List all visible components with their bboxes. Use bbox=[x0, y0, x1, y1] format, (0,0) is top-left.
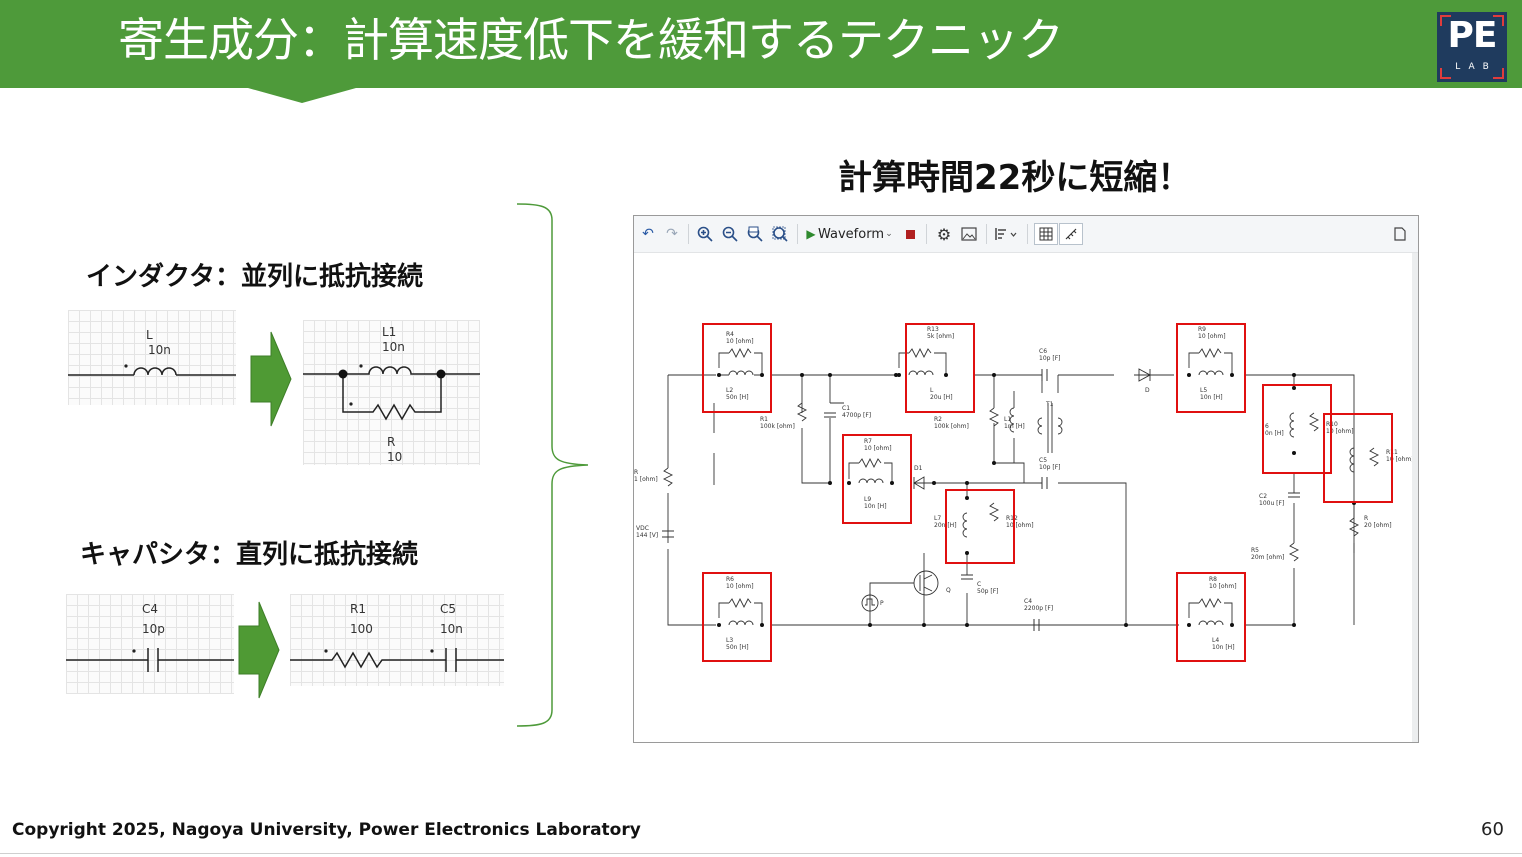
align-icon[interactable] bbox=[992, 223, 1020, 245]
highlight-box-r6-l3 bbox=[702, 572, 772, 662]
parallel-resistor-name: R bbox=[387, 435, 396, 449]
series-capacitor-name: C5 bbox=[440, 602, 457, 616]
slide-title: 寄生成分：計算速度低下を緩和するテクニック bbox=[118, 13, 1064, 67]
ruler-icon[interactable] bbox=[1059, 223, 1083, 245]
waveform-button[interactable]: Waveform bbox=[818, 226, 884, 242]
series-resistor-name: R1 bbox=[350, 602, 366, 616]
arrow-right-icon bbox=[250, 331, 292, 427]
l7-label: L7 20n [H] bbox=[934, 515, 957, 529]
settings-icon[interactable]: ⚙ bbox=[936, 224, 952, 244]
inductor-symbol bbox=[68, 364, 236, 376]
l1-label: L1 1m [H] bbox=[1004, 416, 1025, 430]
r-label: R 1 [ohm] bbox=[634, 469, 658, 483]
redo-icon[interactable]: ↷ bbox=[666, 226, 678, 242]
highlight-box-r7-l9 bbox=[842, 434, 912, 524]
inductor-section-label: インダクタ：並列に抵抗接続 bbox=[86, 262, 423, 292]
p-label: P bbox=[880, 600, 884, 607]
capacitor-symbol bbox=[66, 648, 234, 672]
r4-label: R4 10 [ohm] bbox=[726, 331, 754, 345]
c6-label: C6 10p [F] bbox=[1039, 348, 1061, 362]
logo-subtext: LAB bbox=[1455, 62, 1497, 72]
schematic-canvas[interactable]: R4 10 [ohm] L2 50n [H] R13 5k [ohm] L 20… bbox=[634, 253, 1414, 742]
l6-label: 6 0n [H] bbox=[1265, 423, 1284, 437]
chevron-down-icon[interactable]: ⌄ bbox=[885, 229, 893, 239]
zoom-fit-icon[interactable] bbox=[744, 223, 766, 245]
highlight-box-r11 bbox=[1323, 413, 1393, 503]
resistor-capacitor-series-symbol bbox=[290, 648, 504, 672]
inductor-before-circuit: L 10n bbox=[68, 310, 236, 405]
play-icon[interactable]: ▶ bbox=[806, 227, 816, 241]
highlight-box-r13-l bbox=[905, 323, 975, 413]
page-icon[interactable] bbox=[1389, 223, 1411, 245]
highlight-box-r9-l5 bbox=[1176, 323, 1246, 413]
l-label: L 20u [H] bbox=[930, 387, 953, 401]
l9-label: L9 10n [H] bbox=[864, 496, 887, 510]
simulator-window: ↶ ↷ ▶ Waveform ⌄ ⚙ bbox=[633, 215, 1419, 743]
inductor-resistor-parallel-symbol bbox=[303, 364, 480, 421]
vdc-label: VDC 144 [V] bbox=[636, 525, 659, 539]
schematic-wiring bbox=[662, 347, 1380, 631]
r8-label: R8 10 [ohm] bbox=[1209, 576, 1237, 590]
r6-label: R6 10 [ohm] bbox=[726, 576, 754, 590]
footer-divider bbox=[0, 853, 1522, 854]
capacitor-before-circuit: C4 10p bbox=[66, 594, 234, 694]
pe-lab-logo: PE LAB bbox=[1437, 12, 1507, 82]
undo-icon[interactable]: ↶ bbox=[642, 226, 654, 242]
c4-label: C4 2200p [F] bbox=[1024, 598, 1054, 612]
r7-label: R7 10 [ohm] bbox=[864, 438, 892, 452]
capacitor-section-label: キャパシタ：直列に抵抗接続 bbox=[80, 540, 419, 570]
r5-label: R5 20m [ohm] bbox=[1251, 547, 1285, 561]
highlight-box-r8-l4 bbox=[1176, 572, 1246, 662]
c-label: C 50p [F] bbox=[977, 581, 999, 595]
grid-icon[interactable] bbox=[1034, 223, 1058, 245]
inductor-name: L bbox=[146, 328, 153, 342]
stop-icon[interactable] bbox=[902, 223, 918, 245]
r13-label: R13 5k [ohm] bbox=[927, 326, 955, 340]
q-label: Q bbox=[946, 587, 951, 594]
zoom-out-icon[interactable] bbox=[719, 223, 741, 245]
parallel-resistor-value: 10 bbox=[387, 450, 403, 464]
inductor-value: 10n bbox=[148, 343, 171, 357]
image-icon[interactable] bbox=[958, 223, 980, 245]
highlight-box-r4-l2 bbox=[702, 323, 772, 413]
simulator-toolbar: ↶ ↷ ▶ Waveform ⌄ ⚙ bbox=[634, 216, 1418, 253]
capacitor-after-circuit: R1 100 C5 10n bbox=[290, 594, 504, 686]
c5-label: C5 10p [F] bbox=[1039, 457, 1061, 471]
l4-label: L4 10n [H] bbox=[1212, 637, 1235, 651]
series-capacitor-value: 10n bbox=[440, 622, 463, 636]
l5-label: L5 10n [H] bbox=[1200, 387, 1223, 401]
r9-label: R9 10 [ohm] bbox=[1198, 326, 1226, 340]
l3-label: L3 50n [H] bbox=[726, 637, 749, 651]
r1-label: R1 100k [ohm] bbox=[760, 416, 795, 430]
curly-brace bbox=[516, 203, 589, 727]
inductor-after-circuit: L1 10n R 10 bbox=[303, 320, 480, 465]
d-label: D bbox=[1145, 387, 1150, 394]
t1-label: T1 bbox=[1046, 401, 1054, 408]
r-20ohm-label: R 20 [ohm] bbox=[1364, 515, 1392, 529]
header-bar: 寄生成分：計算速度低下を緩和するテクニック PE LAB bbox=[0, 0, 1522, 103]
zoom-in-icon[interactable] bbox=[694, 223, 716, 245]
logo-text: PE bbox=[1447, 15, 1498, 56]
highlight-box-l6-r10 bbox=[1262, 384, 1332, 474]
r2-label: R2 100k [ohm] bbox=[934, 416, 969, 430]
zoom-area-icon[interactable] bbox=[769, 223, 791, 245]
arrow-right-icon bbox=[238, 601, 280, 699]
copyright-text: Copyright 2025, Nagoya University, Power… bbox=[12, 820, 641, 840]
header-notch bbox=[248, 88, 356, 103]
series-resistor-value: 100 bbox=[350, 622, 373, 636]
inductor-after-name: L1 bbox=[382, 325, 397, 339]
r12-label: R12 10 [ohm] bbox=[1006, 515, 1034, 529]
page-number: 60 bbox=[1481, 819, 1504, 840]
highlight-box-l7-r12 bbox=[945, 489, 1015, 564]
result-headline: 計算時間22秒に短縮！ bbox=[838, 158, 1192, 198]
c1-label: C1 4700p [F] bbox=[842, 405, 872, 419]
capacitor-name: C4 bbox=[142, 602, 159, 616]
inductor-after-value: 10n bbox=[382, 340, 405, 354]
l2-label: L2 50n [H] bbox=[726, 387, 749, 401]
c2-label: C2 100u [F] bbox=[1259, 493, 1285, 507]
d1-label: D1 bbox=[914, 465, 923, 472]
vertical-scrollbar[interactable] bbox=[1412, 253, 1418, 742]
capacitor-value: 10p bbox=[142, 622, 165, 636]
